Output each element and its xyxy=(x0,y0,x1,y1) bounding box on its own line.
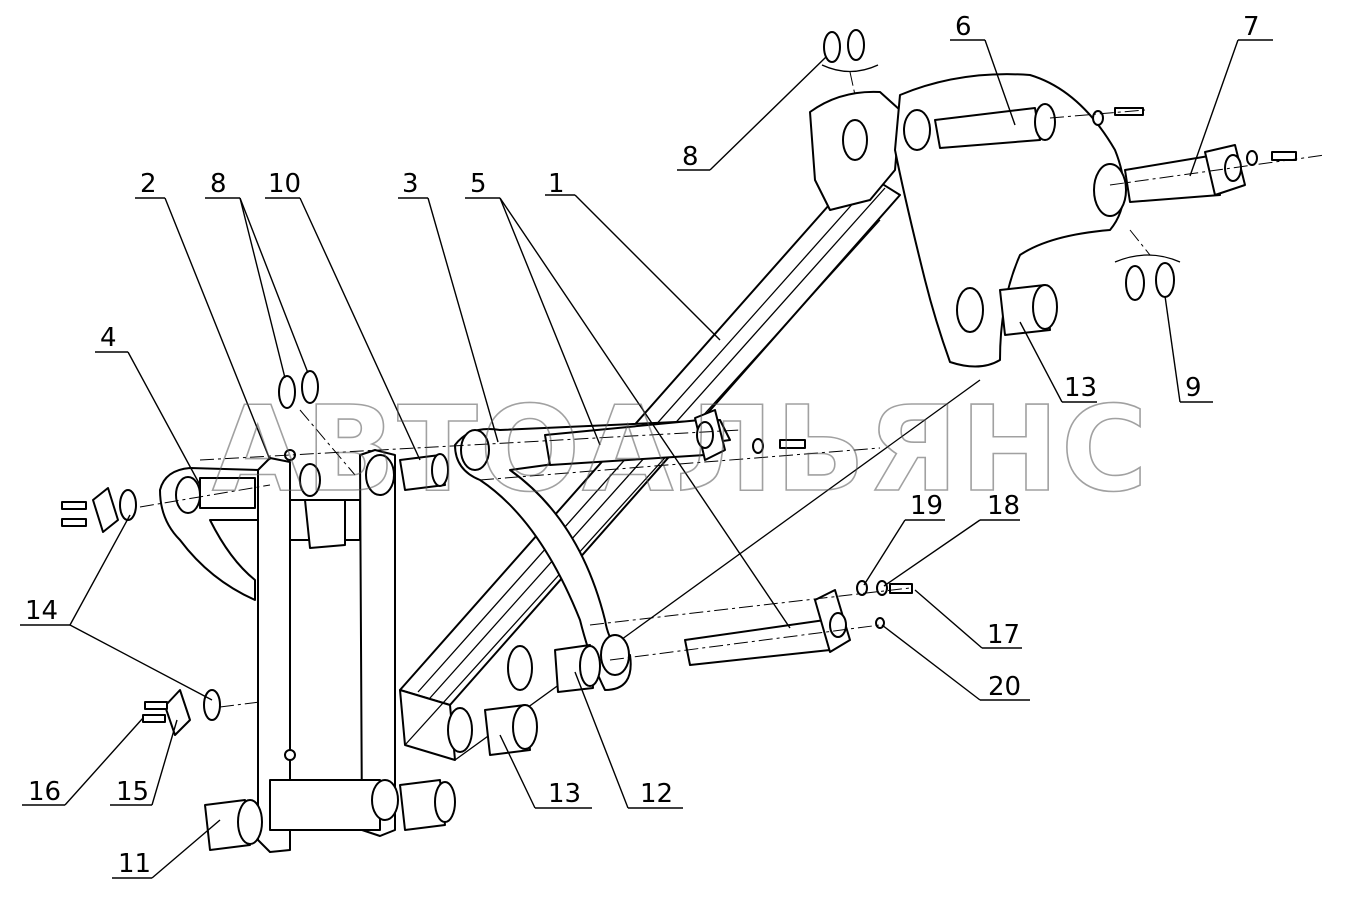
lower-sleeves xyxy=(204,284,1058,851)
callout-11: 11 xyxy=(118,849,151,879)
callout-19: 19 xyxy=(910,491,943,521)
watermark-text: АВТОАЛЬЯНС xyxy=(212,380,1150,518)
callout-leaders xyxy=(20,39,1273,879)
center-lines xyxy=(139,71,1326,708)
callout-2: 2 xyxy=(140,169,157,199)
vertical-links xyxy=(257,449,399,853)
callout-13-right: 13 xyxy=(1064,373,1097,403)
callout-8-left: 8 xyxy=(210,169,227,199)
rear-bracket-plate xyxy=(809,90,901,211)
callout-18: 18 xyxy=(987,491,1020,521)
callout-16: 16 xyxy=(28,777,61,807)
ring-pair-brace xyxy=(1114,254,1181,263)
callout-12: 12 xyxy=(640,779,673,809)
callout-17: 17 xyxy=(987,620,1020,650)
callout-8-top: 8 xyxy=(682,142,699,172)
callout-labels: 1 2 3 4 5 6 7 8 8 9 10 11 12 13 13 14 15… xyxy=(25,12,1260,879)
callout-3: 3 xyxy=(402,169,419,199)
callout-5: 5 xyxy=(470,169,487,199)
callout-20: 20 xyxy=(988,672,1021,702)
callout-13-bottom: 13 xyxy=(548,779,581,809)
link-bracket xyxy=(159,467,263,601)
callout-14: 14 xyxy=(25,596,58,626)
callout-4: 4 xyxy=(100,323,117,353)
callout-1: 1 xyxy=(548,169,565,199)
pins xyxy=(544,103,1246,666)
callout-7: 7 xyxy=(1243,12,1260,42)
callout-10: 10 xyxy=(268,169,301,199)
callout-15: 15 xyxy=(116,777,149,807)
ring-pair-brace xyxy=(821,64,879,73)
rocker-lever xyxy=(454,419,731,691)
callout-6: 6 xyxy=(955,12,972,42)
upper-bushings xyxy=(399,453,449,491)
callout-9: 9 xyxy=(1185,373,1202,403)
seal-rings xyxy=(278,29,1175,409)
